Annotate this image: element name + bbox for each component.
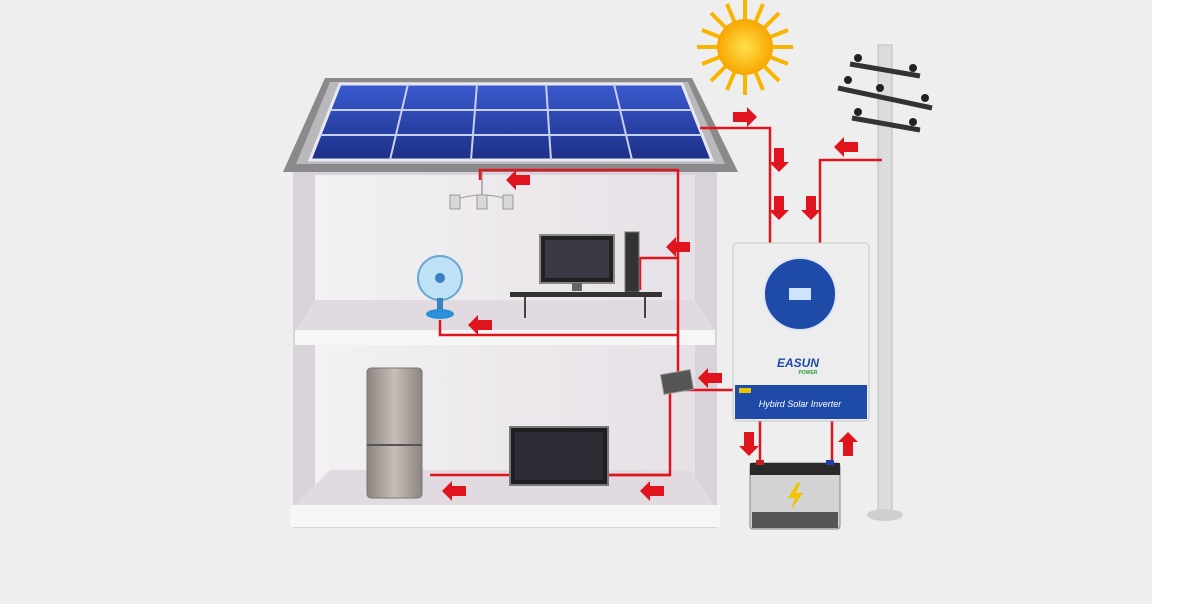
computer-icon xyxy=(510,231,662,318)
inverter-brand-sub: POWER xyxy=(799,370,818,376)
television-icon xyxy=(509,426,609,486)
chandelier-icon xyxy=(449,172,514,210)
inverter-brand-logo: EASUN xyxy=(777,356,819,370)
distribution-box-icon xyxy=(659,368,695,396)
hybrid-inverter xyxy=(732,242,870,422)
sun-icon xyxy=(697,0,793,95)
utility-pole xyxy=(837,44,933,521)
refrigerator-icon xyxy=(366,367,423,499)
diagram-canvas: EASUN POWER Hybird Solar Inverter xyxy=(283,0,933,530)
solar-panel xyxy=(307,82,715,162)
inverter-label: Hybird Solar Inverter xyxy=(759,399,843,409)
flow-arrows xyxy=(442,107,858,501)
battery-icon xyxy=(749,460,841,530)
fan-icon xyxy=(417,255,463,319)
solar-system-diagram: EASUN POWER Hybird Solar Inverter xyxy=(0,0,1152,604)
